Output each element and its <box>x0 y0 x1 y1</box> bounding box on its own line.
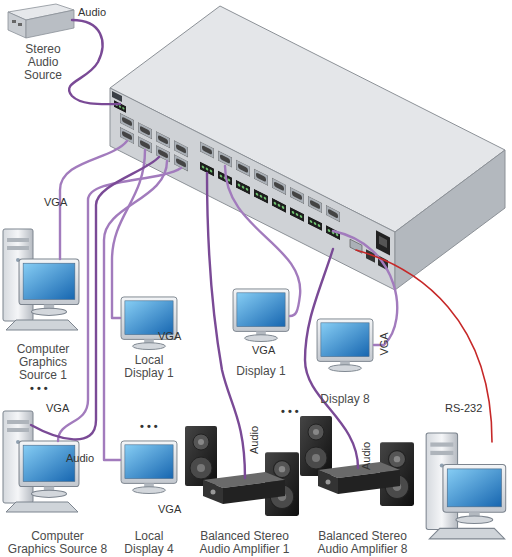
amp-side <box>338 470 400 494</box>
vga-symbol <box>236 160 250 177</box>
switcher-side <box>395 150 505 290</box>
power-pins <box>379 236 387 248</box>
speaker-symbol <box>300 416 332 476</box>
vga-cable <box>104 161 167 460</box>
device-node: Display 1 <box>216 286 306 378</box>
device-caption: Stereo Audio Source <box>18 43 68 82</box>
ellipsis-mark: • • • <box>140 420 158 432</box>
audio-source-device <box>8 4 74 38</box>
signal-label: Audio <box>360 442 372 470</box>
cables <box>31 20 492 478</box>
device-front <box>8 12 26 38</box>
signal-label: VGA <box>378 332 390 355</box>
control-computer <box>426 433 506 539</box>
rear-connectors <box>112 91 390 273</box>
device-side <box>26 10 74 38</box>
terminal-symbol <box>236 180 250 195</box>
vga-symbol <box>156 131 170 148</box>
amp-knob <box>211 490 216 495</box>
device-caption: Computer Graphics Source 1 <box>13 343 73 382</box>
audio-cable <box>305 249 358 468</box>
amp-front <box>203 480 223 504</box>
vga-symbol <box>174 140 188 157</box>
logo-plate <box>112 91 122 102</box>
vga-symbol <box>156 145 170 162</box>
signal-label: VGA <box>158 330 181 342</box>
audio-cable <box>69 20 120 104</box>
device-caption: Display 8 <box>305 393 385 406</box>
rs232-cable <box>356 250 492 442</box>
device-caption: Computer Graphics Source 8 <box>7 530 109 556</box>
terminal-symbol <box>290 207 304 222</box>
vga-symbol <box>200 141 214 158</box>
matrix-switcher <box>110 6 505 290</box>
signal-label: VGA <box>46 402 69 414</box>
vga-cable <box>225 166 300 316</box>
terminal-symbol <box>114 100 126 113</box>
device-node: Computer Graphics Source 8 <box>0 408 115 556</box>
amp-side <box>223 480 285 504</box>
monitor-symbol <box>317 319 373 372</box>
device-caption: Balanced Stereo Audio Amplifier 1 <box>195 530 295 556</box>
device-node: Display 8 <box>300 314 390 406</box>
signal-label: VGA <box>44 196 67 208</box>
vga-cable <box>60 141 127 259</box>
terminal-symbol <box>254 189 268 204</box>
terminal-symbol <box>272 198 286 213</box>
device-caption: Local Display 4 <box>119 530 179 556</box>
terminal-symbol <box>308 216 322 231</box>
monitor-symbol <box>121 441 177 494</box>
device-node: Stereo Audio Source <box>0 0 86 82</box>
signal-label: VGA <box>252 344 275 356</box>
audio-cable <box>207 173 245 478</box>
device-node: Local Display 4 <box>104 436 194 556</box>
device-button <box>12 20 16 23</box>
device-caption: Balanced Stereo Audio Amplifier 8 <box>313 530 413 556</box>
vga-symbol <box>290 187 304 204</box>
device-node: Computer Graphics Source 1 <box>0 225 86 382</box>
computer-symbol <box>3 229 79 330</box>
vga-cable <box>333 231 397 345</box>
device-caption: Local Display 1 <box>119 354 179 380</box>
signal-label: Audio <box>66 452 94 464</box>
vga-symbol <box>120 113 134 130</box>
speaker-symbol <box>185 426 217 486</box>
vga-symbol <box>272 178 286 195</box>
vga-symbol <box>138 122 152 139</box>
signal-label: Audio <box>78 6 106 18</box>
monitor-symbol <box>233 289 289 342</box>
power-socket <box>376 230 390 255</box>
vga-symbol <box>254 169 268 186</box>
device-node: Balanced Stereo Audio Amplifier 1 <box>182 405 307 556</box>
amp-knob <box>326 480 331 485</box>
device-caption: Display 1 <box>221 365 301 378</box>
vga-symbol <box>308 196 322 213</box>
signal-label: VGA <box>158 503 181 515</box>
signal-label: Audio <box>248 426 260 454</box>
ellipsis-mark: • • • <box>30 382 48 394</box>
device-button <box>18 23 22 26</box>
signal-label: RS-232 <box>445 402 482 414</box>
vga-symbol <box>326 205 340 222</box>
vga-cable <box>58 168 181 441</box>
amp-front <box>318 470 338 494</box>
device-node: Balanced Stereo Audio Amplifier 8 <box>300 396 425 556</box>
ellipsis-mark: • • • <box>281 405 299 417</box>
